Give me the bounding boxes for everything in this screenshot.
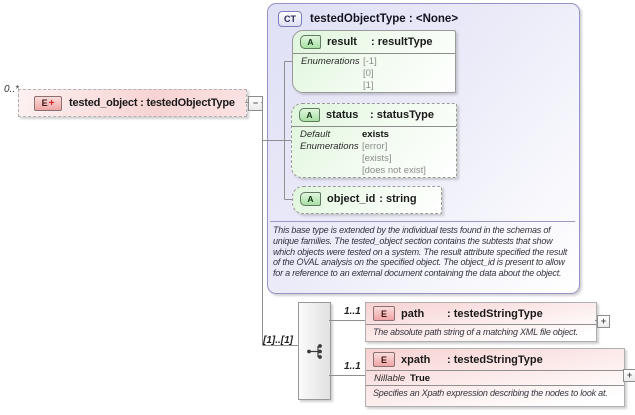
attribute-icon: A bbox=[300, 192, 321, 206]
attribute-name: result bbox=[327, 36, 357, 48]
plus-icon: + bbox=[48, 97, 55, 109]
attribute-status[interactable]: A status : statusType Default exists Enu… bbox=[291, 103, 457, 178]
separator bbox=[366, 385, 624, 386]
enum-value: [does not exist] bbox=[362, 165, 426, 176]
attribute-result-header: A result : resultType bbox=[293, 31, 455, 53]
element-icon: E+ bbox=[34, 95, 62, 111]
attribute-result[interactable]: A result : resultType Enumerations [-1] … bbox=[292, 30, 456, 93]
element-path[interactable]: E path : testedStringType The absolute p… bbox=[365, 302, 597, 342]
nillable-value: True bbox=[410, 372, 431, 384]
attribute-type: : resultType bbox=[371, 36, 433, 48]
element-icon-letter: E bbox=[41, 98, 48, 108]
complex-type-title: testedObjectType : <None> bbox=[310, 13, 459, 25]
attribute-icon: A bbox=[300, 35, 321, 49]
attribute-type: : string bbox=[379, 193, 417, 205]
nillable-row: Nillable True bbox=[366, 371, 624, 385]
element-path-header: E path : testedStringType bbox=[366, 303, 596, 324]
enum-value: [exists] bbox=[362, 153, 392, 164]
attribute-result-facets: Enumerations [-1] [0] [1] bbox=[293, 53, 455, 93]
facet-label: Enumerations bbox=[300, 141, 359, 152]
nillable-label: Nillable bbox=[374, 372, 406, 384]
element-icon: E bbox=[373, 352, 395, 367]
attribute-name: status bbox=[326, 109, 359, 121]
facet-values: [-1] [0] [1] bbox=[363, 56, 377, 92]
enum-value: [-1] bbox=[363, 56, 377, 67]
element-name: xpath bbox=[401, 353, 431, 366]
enum-value: [error] bbox=[362, 141, 388, 152]
facet-values: [error] [exists] [does not exist] bbox=[362, 141, 426, 177]
separator bbox=[366, 324, 596, 325]
facet-label: Default bbox=[300, 129, 331, 140]
documentation-separator bbox=[270, 221, 575, 222]
expand-toggle-path[interactable]: + bbox=[597, 315, 610, 328]
collapse-toggle[interactable]: − bbox=[248, 96, 263, 111]
attribute-status-facets: Default exists Enumerations [error] [exi… bbox=[292, 126, 456, 178]
xpath-multiplicity-label: 1..1 bbox=[344, 361, 361, 372]
sequence-multiplicity-label: [1]..[1] bbox=[263, 335, 293, 346]
complex-type-documentation: This base type is extended by the indivi… bbox=[273, 225, 568, 279]
complex-type-header: CT testedObjectType : <None> bbox=[268, 4, 579, 27]
element-xpath-header: E xpath : testedStringType bbox=[366, 349, 624, 370]
source-multiplicity-label: 0..* bbox=[4, 84, 20, 95]
element-tested-object[interactable]: E+ tested_object : testedObjectType bbox=[18, 89, 247, 117]
separator bbox=[366, 370, 624, 371]
attribute-icon: A bbox=[299, 108, 320, 122]
attribute-object-id-header: A object_id : string bbox=[293, 187, 441, 211]
element-label: tested_object : testedObjectType bbox=[69, 97, 235, 109]
complex-type-icon: CT bbox=[278, 11, 302, 27]
sequence-indicator[interactable] bbox=[298, 302, 331, 400]
attribute-status-header: A status : statusType bbox=[292, 104, 456, 126]
element-path-documentation: The absolute path string of a matching X… bbox=[373, 327, 578, 337]
element-type: : testedStringType bbox=[447, 307, 543, 320]
element-icon: E bbox=[373, 306, 395, 321]
element-name: path bbox=[401, 307, 425, 320]
attribute-type: : statusType bbox=[370, 109, 434, 121]
sequence-icon bbox=[307, 343, 322, 359]
default-value: exists bbox=[362, 129, 389, 140]
element-type: : testedStringType bbox=[447, 353, 543, 366]
enum-value: [0] bbox=[363, 68, 374, 79]
element-xpath[interactable]: E xpath : testedStringType Nillable True… bbox=[365, 348, 625, 407]
element-xpath-documentation: Specifies an Xpath expression describing… bbox=[373, 388, 608, 398]
enum-value: [1] bbox=[363, 80, 374, 91]
attribute-object-id[interactable]: A object_id : string bbox=[292, 186, 442, 214]
attribute-name: object_id bbox=[327, 193, 376, 205]
path-multiplicity-label: 1..1 bbox=[344, 306, 361, 317]
facet-label: Enumerations bbox=[301, 56, 360, 67]
expand-toggle-xpath[interactable]: + bbox=[623, 369, 635, 382]
